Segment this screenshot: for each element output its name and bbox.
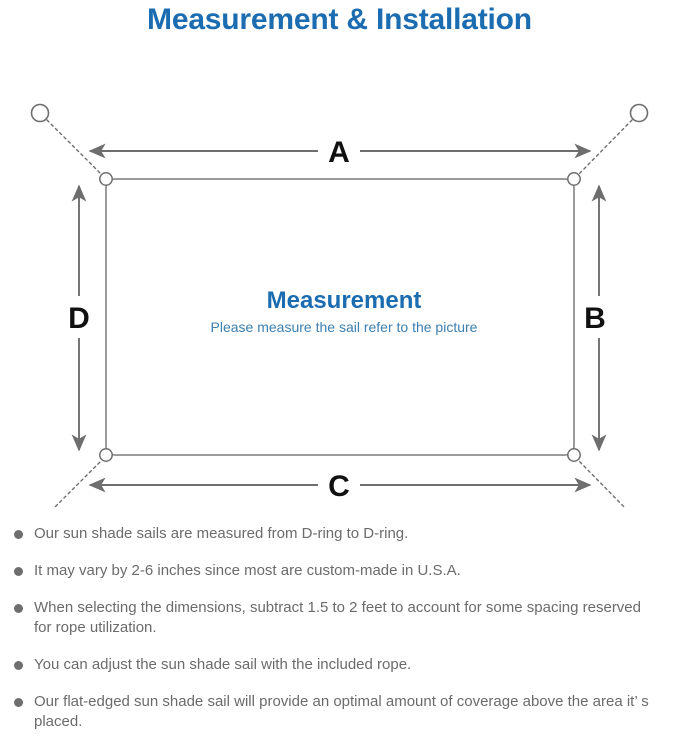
- d-rings: [99, 172, 581, 462]
- list-item-text: It may vary by 2-6 inches since most are…: [34, 562, 461, 579]
- anchor-ring-top-left: [30, 103, 50, 123]
- dimension-label-a: A: [328, 136, 350, 169]
- list-item-text: You can adjust the sun shade sail with t…: [34, 656, 412, 673]
- rope-line-bottom-left: [53, 460, 102, 508]
- dimension-label-d: D: [68, 302, 90, 335]
- list-item-text: When selecting the dimensions, subtract …: [34, 599, 641, 636]
- list-item: It may vary by 2-6 inches since most are…: [0, 561, 679, 581]
- bullet-icon: [14, 530, 23, 539]
- anchor-ring-top-right: [629, 103, 649, 123]
- notes-list: Our sun shade sails are measured from D-…: [0, 524, 679, 749]
- d-ring-bottom-left: [99, 448, 113, 462]
- dimension-label-b: B: [584, 302, 606, 335]
- bullet-icon: [14, 661, 23, 670]
- page-title: Measurement & Installation: [147, 3, 532, 36]
- diagram-svg: A C D B Measurement Please measure the s…: [30, 103, 649, 508]
- diagram-center-subheading: Please measure the sail refer to the pic…: [211, 319, 478, 335]
- list-item: You can adjust the sun shade sail with t…: [0, 655, 679, 675]
- bullet-icon: [14, 567, 23, 576]
- d-ring-bottom-right: [567, 448, 581, 462]
- list-item: When selecting the dimensions, subtract …: [0, 598, 679, 638]
- dimension-label-c: C: [328, 470, 350, 503]
- rope-lines: [46, 119, 633, 508]
- bullet-icon: [14, 698, 23, 707]
- list-item: Our flat-edged sun shade sail will provi…: [0, 692, 679, 732]
- bullet-icon: [14, 604, 23, 613]
- d-ring-top-left: [99, 172, 113, 186]
- list-item-text: Our flat-edged sun shade sail will provi…: [34, 693, 649, 730]
- list-item-text: Our sun shade sails are measured from D-…: [34, 525, 409, 542]
- anchor-rings: [30, 103, 649, 123]
- list-item: Our sun shade sails are measured from D-…: [0, 524, 679, 544]
- diagram-center-heading: Measurement: [267, 287, 422, 314]
- rope-line-top-right: [578, 119, 633, 175]
- rope-line-bottom-right: [578, 460, 627, 508]
- sail-measurement-diagram: A C D B Measurement Please measure the s…: [0, 38, 679, 508]
- sail-body: [105, 178, 575, 456]
- rope-line-top-left: [46, 119, 102, 175]
- d-ring-top-right: [567, 172, 581, 186]
